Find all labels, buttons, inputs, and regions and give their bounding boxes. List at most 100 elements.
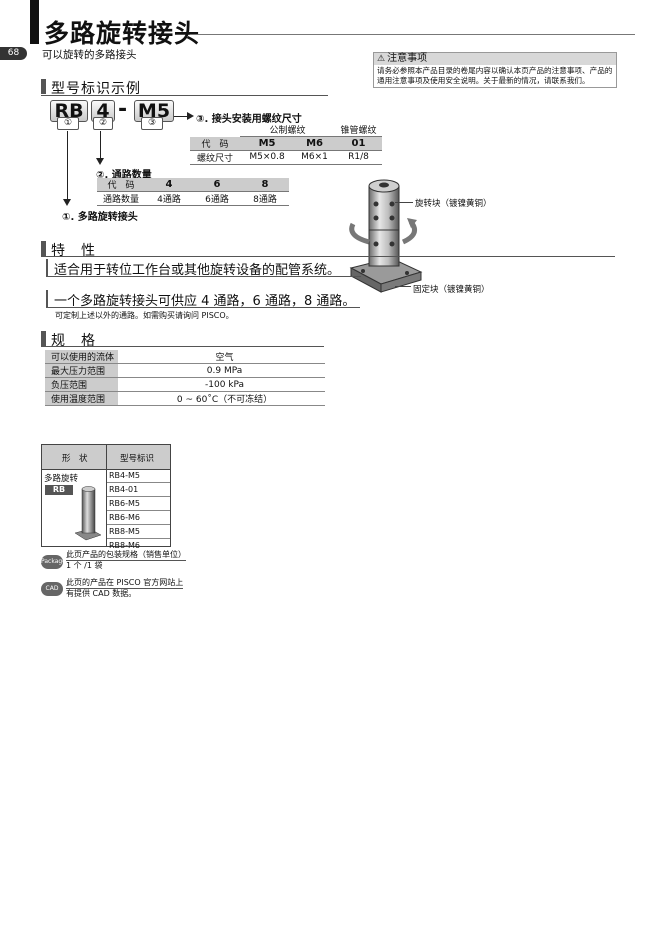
spec-key: 最大压力范围 <box>45 363 119 378</box>
col-model-label: 型号标识 <box>120 454 155 464</box>
thread-size: M5×0.8 <box>240 150 295 165</box>
code-dash: - <box>118 97 128 122</box>
feature-item: 一个多路旋转接头可供应 4 通路，6 通路，8 通路。 <box>54 294 356 309</box>
model-code: RB4-M5 <box>107 469 170 483</box>
section-bar <box>41 331 46 346</box>
code-index-3: ③ <box>141 117 163 130</box>
model-code: RB6-M5 <box>107 496 170 511</box>
thread-code: 01 <box>335 136 382 151</box>
package-line: 此页产品的包装规格（销售单位） <box>66 550 186 561</box>
feature-underline <box>46 307 360 308</box>
label-rotating-block: 旋转块（镀镍黄铜） <box>415 199 492 209</box>
port-count: 4通路 <box>145 191 193 206</box>
section-title-model: 型号标识示例 <box>51 81 141 97</box>
package-line: 1 个 /1 袋 <box>66 561 103 570</box>
section-bar <box>41 79 46 94</box>
thread-code: M5 <box>240 136 295 151</box>
arrow-down-icon <box>63 199 71 206</box>
section-title-features: 特 性 <box>51 243 96 259</box>
series-tag: RB <box>45 485 73 495</box>
notice-title: 注意事项 <box>387 53 428 64</box>
col-shape-label: 形 状 <box>62 454 88 464</box>
notice-header: ⚠注意事项 <box>374 53 616 65</box>
arrow-down-icon <box>96 158 104 165</box>
feature-note: 可定制上述以外的通路。如需购买请询问 PISCO。 <box>55 311 234 320</box>
note-thread-size: ③. 接头安装用螺纹尺寸 <box>196 114 302 125</box>
title-accent-bar <box>30 0 39 44</box>
note-port-count: ②. 通路数量 <box>96 170 152 181</box>
thread-size-label: 螺纹尺寸 <box>190 150 240 165</box>
spec-value: 0.9 MPa <box>118 363 325 378</box>
thread-code-label: 代 码 <box>190 136 240 151</box>
connector-line <box>174 116 189 117</box>
spec-key: 可以使用的流体 <box>45 350 119 364</box>
col-divider <box>106 445 107 469</box>
warning-icon: ⚠ <box>377 54 386 64</box>
port-code: 6 <box>193 178 241 192</box>
section-rule <box>41 346 324 347</box>
model-code: RB8-M6 <box>109 541 141 550</box>
section-bar <box>41 241 46 256</box>
model-code: RB8-M5 <box>107 524 170 539</box>
port-count-table: 代 码 4 6 8 通路数量 4通路 6通路 8通路 <box>97 178 289 206</box>
cad-line: 有提供 CAD 数据。 <box>66 589 137 598</box>
product-name: 多路旋转 <box>44 474 79 484</box>
notice-body: 请务必参照本产品目录的卷尾内容以确认本页产品的注意事项、产品的通用注意事项及使用… <box>377 66 613 85</box>
section-title-specs: 规 格 <box>51 333 96 349</box>
thread-size: M6×1 <box>294 150 335 165</box>
feature-bar <box>46 259 48 277</box>
port-code: 4 <box>145 178 193 192</box>
thread-size-table: 公制螺纹 锥管螺纹 代 码 M5 M6 01 螺纹尺寸 M5×0.8 M6×1 … <box>190 123 382 165</box>
cad-line: 此页的产品在 PISCO 官方网站上 <box>66 578 184 589</box>
page-subtitle: 可以旋转的多路接头 <box>42 49 137 61</box>
product-thumbnail <box>74 486 102 541</box>
code-index-1: ① <box>57 117 79 130</box>
spec-value: -100 kPa <box>118 377 325 392</box>
package-note: 此页产品的包装规格（销售单位） 1 个 /1 袋 <box>66 550 186 571</box>
title-rule <box>190 34 635 35</box>
model-list: RB4-M5 RB4-01 RB6-M5 RB6-M6 RB8-M5 RB8-M… <box>107 469 170 552</box>
notice-box: ⚠注意事项 请务必参照本产品目录的卷尾内容以确认本页产品的注意事项、产品的通用注… <box>373 52 617 88</box>
arrow-right-icon <box>187 112 194 120</box>
model-code: RB6-M6 <box>107 510 170 525</box>
note-series: ①. 多路旋转接头 <box>62 212 138 223</box>
section-rule <box>41 256 615 257</box>
feature-bar <box>46 290 48 308</box>
feature-item: 适合用于转位工作台或其他旋转设备的配管系统。 <box>54 263 341 278</box>
spec-row: 负压范围-100 kPa <box>45 377 325 392</box>
leader-line <box>395 202 413 203</box>
thread-size: R1/8 <box>335 150 382 165</box>
group-taper-thread: 锥管螺纹 <box>335 123 382 137</box>
model-code: RB4-01 <box>107 482 170 497</box>
cad-data-icon: CAD data <box>41 582 63 606</box>
code-index-2: ② <box>93 117 113 130</box>
code-box-series: RB <box>50 100 88 122</box>
group-metric-thread: 公制螺纹 <box>240 123 335 137</box>
page-number: 68 <box>0 47 27 60</box>
port-count: 6通路 <box>193 191 241 206</box>
section-rule <box>41 95 328 96</box>
rotary-joint-illustration <box>349 179 423 293</box>
col-divider <box>106 469 107 546</box>
connector-line <box>100 131 101 161</box>
connector-line <box>67 131 68 201</box>
spec-row: 可以使用的流体空气 <box>45 350 325 364</box>
spec-value: 0 ~ 60˚C（不可冻结） <box>118 391 325 406</box>
package-icon: Package <box>41 555 66 569</box>
port-code: 8 <box>241 178 289 192</box>
port-count: 8通路 <box>241 191 289 206</box>
page-title: 多路旋转接头 <box>44 19 201 48</box>
spec-key: 使用温度范围 <box>45 391 119 406</box>
spec-key: 负压范围 <box>45 377 119 392</box>
product-lineup-header: 形 状 型号标识 <box>42 445 170 470</box>
feature-underline <box>46 276 361 277</box>
thread-code: M6 <box>294 136 335 151</box>
port-count-label: 通路数量 <box>97 191 145 206</box>
leader-line <box>395 286 411 287</box>
cad-note: 此页的产品在 PISCO 官方网站上 有提供 CAD 数据。 <box>66 578 184 599</box>
spec-value: 空气 <box>118 350 325 364</box>
port-code-label: 代 码 <box>97 178 145 192</box>
